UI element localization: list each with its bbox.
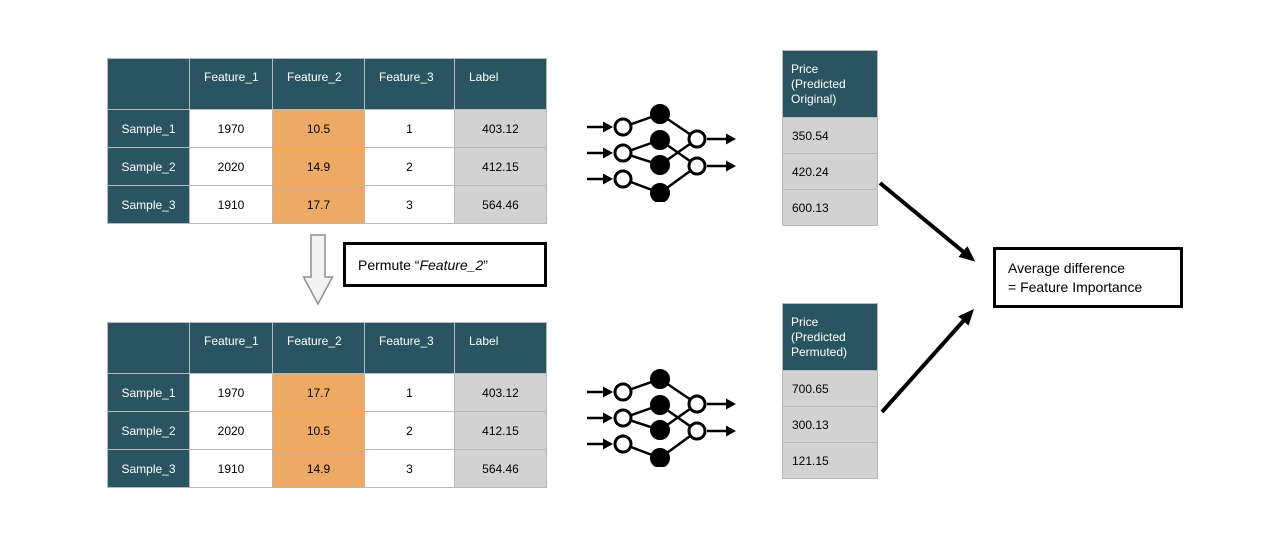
nn-hidden-layer [650,104,670,202]
label-cell: 412.15 [454,411,547,450]
original-data-table: Feature_1 Feature_2 Feature_3 Label Samp… [107,58,547,224]
column-header-feature-2: Feature_2 [272,322,365,374]
data-cell: 1970 [189,109,273,148]
feature-importance-box: Average difference = Feature Importance [993,247,1183,308]
label-cell: 412.15 [454,147,547,186]
nn-hidden-layer [650,369,670,467]
data-cell: 1910 [189,449,273,488]
label-cell: 564.46 [454,449,547,488]
nn-output-layer [687,394,707,441]
row-header-cell: Sample_1 [107,109,190,148]
price-permuted-column: Price (Predicted Permuted) 700.65 300.13… [782,303,878,479]
data-cell: 2 [364,147,455,186]
permute-label-box: Permute “Feature_2” [343,242,547,287]
row-header-cell: Sample_1 [107,373,190,412]
arrow-original-to-result [878,181,976,262]
permute-text-close: ” [483,256,488,273]
column-header-label: Label [454,58,547,110]
data-cell: 1970 [189,373,273,412]
table-row: Sample_2 2020 10.5 2 412.15 [107,411,547,450]
column-header-feature-2: Feature_2 [272,58,365,110]
nn-input-layer [613,382,633,454]
nn-output-arrows [707,398,736,437]
label-cell: 564.46 [454,185,547,224]
highlighted-cell: 17.7 [272,373,365,412]
data-cell: 2020 [189,147,273,186]
price-value-cell: 600.13 [782,190,878,226]
label-cell: 403.12 [454,109,547,148]
arrow-permuted-to-result [880,309,974,414]
permuted-data-table: Feature_1 Feature_2 Feature_3 Label Samp… [107,322,547,488]
permute-feature-name: Feature_2 [419,256,484,273]
highlighted-cell: 17.7 [272,185,365,224]
neural-network-icon [587,369,736,467]
row-header-cell: Sample_2 [107,411,190,450]
nn-input-arrows [587,121,613,185]
table-row: Sample_1 1970 10.5 1 403.12 [107,109,547,148]
data-cell: 1910 [189,185,273,224]
price-value-cell: 420.24 [782,154,878,190]
column-header-feature-1: Feature_1 [189,58,273,110]
result-line-1: Average difference [1008,259,1126,276]
data-cell: 2 [364,411,455,450]
price-value-cell: 121.15 [782,443,878,479]
highlighted-cell: 10.5 [272,411,365,450]
table-header-row: Feature_1 Feature_2 Feature_3 Label [107,322,547,374]
price-original-column: Price (Predicted Original) 350.54 420.24… [782,50,878,226]
nn-output-arrows [707,133,736,172]
price-value-cell: 350.54 [782,118,878,154]
column-header-feature-3: Feature_3 [364,58,455,110]
neural-network-icon [587,104,736,202]
nn-wires [622,377,698,460]
hollow-down-arrow-icon [302,234,334,306]
column-header-feature-3: Feature_3 [364,322,455,374]
table-row: Sample_3 1910 14.9 3 564.46 [107,449,547,488]
table-row: Sample_2 2020 14.9 2 412.15 [107,147,547,186]
row-header-cell: Sample_3 [107,185,190,224]
result-line-2: = Feature Importance [1008,278,1143,295]
highlighted-cell: 10.5 [272,109,365,148]
highlighted-cell: 14.9 [272,147,365,186]
nn-wires [622,112,698,195]
label-cell: 403.12 [454,373,547,412]
price-permuted-header: Price (Predicted Permuted) [782,303,878,371]
data-cell: 1 [364,373,455,412]
table-corner-cell [107,322,190,374]
table-corner-cell [107,58,190,110]
nn-output-layer [687,129,707,176]
permute-text: Permute “ [358,256,420,273]
data-cell: 2020 [189,411,273,450]
table-row: Sample_1 1970 17.7 1 403.12 [107,373,547,412]
data-cell: 3 [364,185,455,224]
row-header-cell: Sample_2 [107,147,190,186]
nn-input-layer [613,117,633,189]
price-value-cell: 700.65 [782,371,878,407]
nn-input-arrows [587,386,613,450]
data-cell: 1 [364,109,455,148]
price-original-header: Price (Predicted Original) [782,50,878,118]
table-row: Sample_3 1910 17.7 3 564.46 [107,185,547,224]
data-cell: 3 [364,449,455,488]
column-header-label: Label [454,322,547,374]
table-header-row: Feature_1 Feature_2 Feature_3 Label [107,58,547,110]
price-value-cell: 300.13 [782,407,878,443]
highlighted-cell: 14.9 [272,449,365,488]
column-header-feature-1: Feature_1 [189,322,273,374]
row-header-cell: Sample_3 [107,449,190,488]
